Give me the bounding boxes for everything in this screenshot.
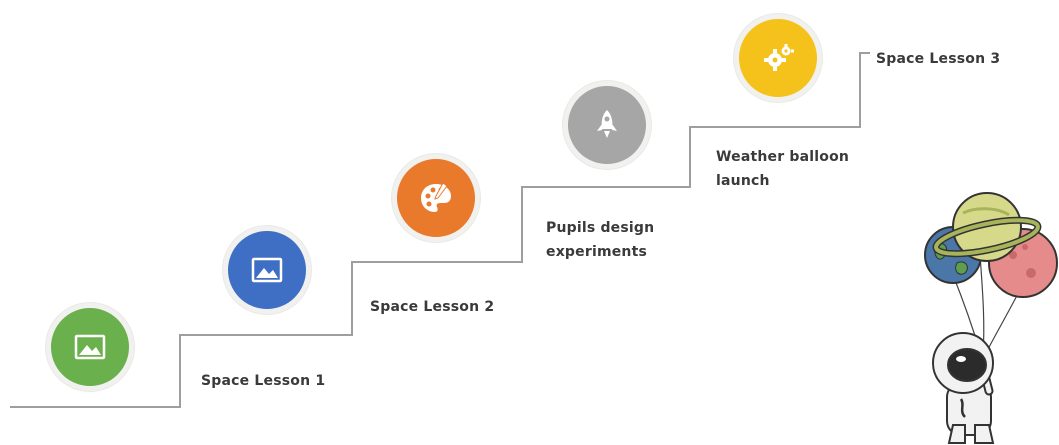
image-icon	[74, 334, 106, 360]
step-circle-5	[734, 14, 822, 102]
step-label-1: Space Lesson 1	[201, 373, 326, 389]
step-circle-1	[46, 303, 134, 391]
step-circle-2	[223, 226, 311, 314]
gears-icon	[764, 44, 794, 71]
step-label-2: Space Lesson 2	[370, 299, 495, 315]
step-label-4: Weather balloon launch	[716, 149, 850, 189]
step-circle-3	[392, 154, 480, 242]
rocket-icon	[597, 110, 617, 138]
step-circle-4	[563, 81, 651, 169]
image-icon	[251, 257, 283, 283]
palette-icon	[421, 182, 451, 212]
step-label-3: Pupils design experiments	[546, 220, 655, 260]
astronaut-with-planet-balloons-icon	[924, 192, 1058, 444]
step-label-5: Space Lesson 3	[876, 51, 1001, 67]
